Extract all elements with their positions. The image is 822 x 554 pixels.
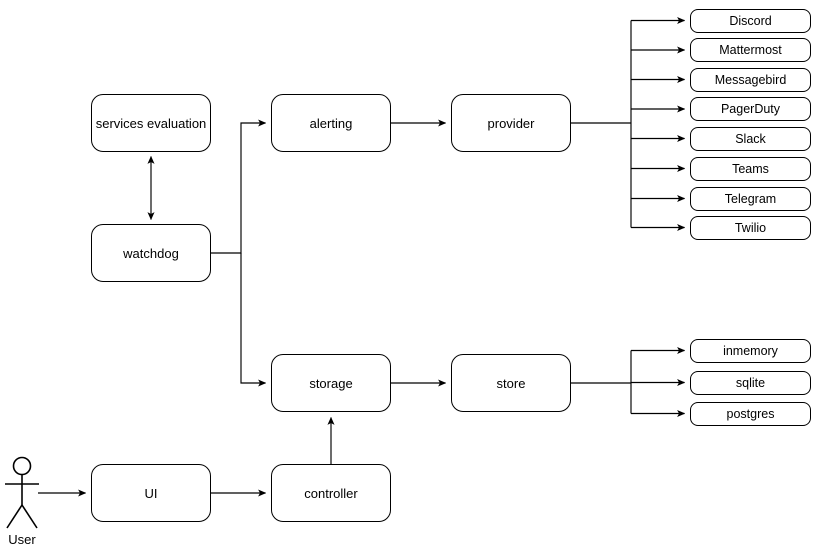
node-sqlite[interactable]: sqlite bbox=[690, 371, 811, 395]
edge-store-trunk bbox=[571, 350, 632, 414]
user-actor-label: User bbox=[8, 532, 36, 547]
node-store[interactable]: store bbox=[451, 354, 571, 412]
edge-watchdog-storage bbox=[240, 253, 267, 387]
node-controller[interactable]: controller bbox=[271, 464, 391, 522]
edge-watchdog-alerting bbox=[211, 119, 267, 254]
node-teams[interactable]: Teams bbox=[690, 157, 811, 181]
edge-provider-trunk bbox=[571, 20, 632, 228]
node-telegram[interactable]: Telegram bbox=[690, 187, 811, 211]
node-slack[interactable]: Slack bbox=[690, 127, 811, 151]
node-provider[interactable]: provider bbox=[451, 94, 571, 152]
node-ui[interactable]: UI bbox=[91, 464, 211, 522]
node-storage[interactable]: storage bbox=[271, 354, 391, 412]
user-actor-icon bbox=[5, 456, 39, 529]
node-mattermost[interactable]: Mattermost bbox=[690, 38, 811, 62]
node-inmemory[interactable]: inmemory bbox=[690, 339, 811, 363]
node-pagerduty[interactable]: PagerDuty bbox=[690, 97, 811, 121]
node-discord[interactable]: Discord bbox=[690, 9, 811, 33]
node-services-evaluation[interactable]: services evaluation bbox=[91, 94, 211, 152]
node-twilio[interactable]: Twilio bbox=[690, 216, 811, 240]
node-postgres[interactable]: postgres bbox=[690, 402, 811, 426]
node-watchdog[interactable]: watchdog bbox=[91, 224, 211, 282]
node-alerting[interactable]: alerting bbox=[271, 94, 391, 152]
node-messagebird[interactable]: Messagebird bbox=[690, 68, 811, 92]
